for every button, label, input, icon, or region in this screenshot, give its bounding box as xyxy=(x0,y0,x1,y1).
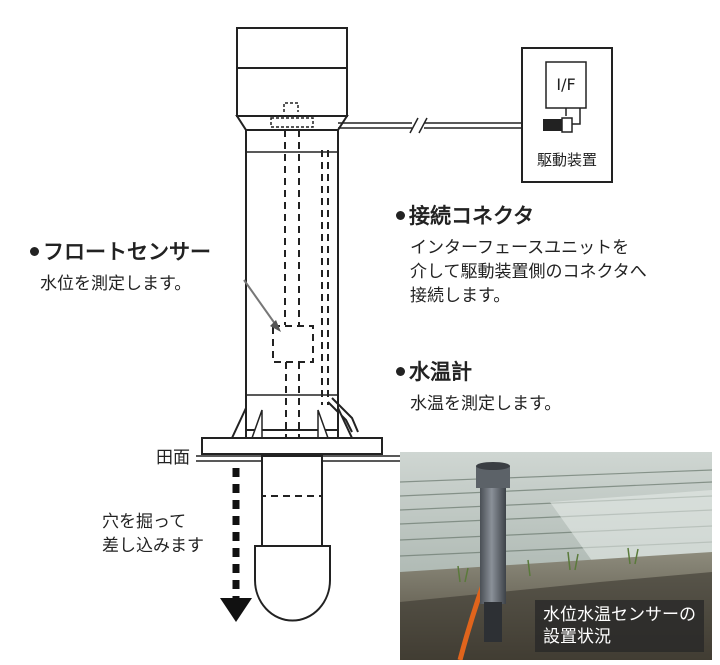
float-sensor-title-text: フロートセンサー xyxy=(43,240,211,264)
if-to-plug-wire xyxy=(572,108,581,125)
thermo-cable-out-2 xyxy=(331,397,359,433)
underground-pipe xyxy=(261,455,323,547)
cable-break-1 xyxy=(409,117,419,134)
thermometer-title: 水温計 xyxy=(396,356,472,386)
float-pointer-head xyxy=(270,320,281,332)
base-plate xyxy=(201,437,383,455)
installation-photo-image xyxy=(400,452,712,660)
ground-label: 田面 xyxy=(156,448,190,468)
insert-arrow-head xyxy=(220,598,252,622)
base-gusset-right xyxy=(337,407,354,439)
instruction-text: 穴を掘って 差し込みます xyxy=(102,510,204,558)
bullet-dot xyxy=(396,211,405,220)
connector-description: インターフェースユニットを 介して駆動装置側のコネクタへ 接続します。 xyxy=(410,236,647,308)
cable-break-2 xyxy=(418,117,428,134)
collar-dashed xyxy=(270,117,314,128)
head-dashed-mark xyxy=(283,102,299,112)
connector-plug-socket xyxy=(561,117,573,133)
underground-pipe-dashed xyxy=(261,455,323,497)
connector-line-3: 接続します。 xyxy=(410,286,511,306)
drive-unit-label: 駆動装置 xyxy=(537,151,597,169)
connector-title: 接続コネクタ xyxy=(396,200,534,230)
underground-bulb xyxy=(254,545,331,622)
thermometer-description: 水温を測定します。 xyxy=(410,394,562,414)
thermometer-title-text: 水温計 xyxy=(409,360,472,384)
connector-line-2: 介して駆動装置側のコネクタへ xyxy=(410,262,647,282)
thermo-cable-out xyxy=(327,401,353,433)
connector-plug xyxy=(543,119,563,131)
bullet-dot xyxy=(396,367,405,376)
if-label: I/F xyxy=(556,75,575,94)
bullet-dot xyxy=(30,247,39,256)
base-gusset-left xyxy=(230,407,247,439)
installation-photo: 水位水温センサーの 設置状況 xyxy=(400,452,712,660)
sensor-head-upper xyxy=(236,27,348,69)
float-sensor-description: 水位を測定します。 xyxy=(40,274,192,294)
photo-caption: 水位水温センサーの 設置状況 xyxy=(535,600,704,652)
instruction-line-2: 差し込みます xyxy=(102,536,204,556)
float-pointer-line xyxy=(243,279,279,329)
connector-line-1: インターフェースユニットを xyxy=(410,238,630,258)
sensor-head-lower xyxy=(236,67,348,117)
float-body xyxy=(272,325,314,363)
float-sensor-title: フロートセンサー xyxy=(30,236,211,266)
instruction-line-1: 穴を掘って xyxy=(102,512,187,532)
connector-title-text: 接続コネクタ xyxy=(409,204,535,228)
sensor-tube xyxy=(245,129,339,431)
